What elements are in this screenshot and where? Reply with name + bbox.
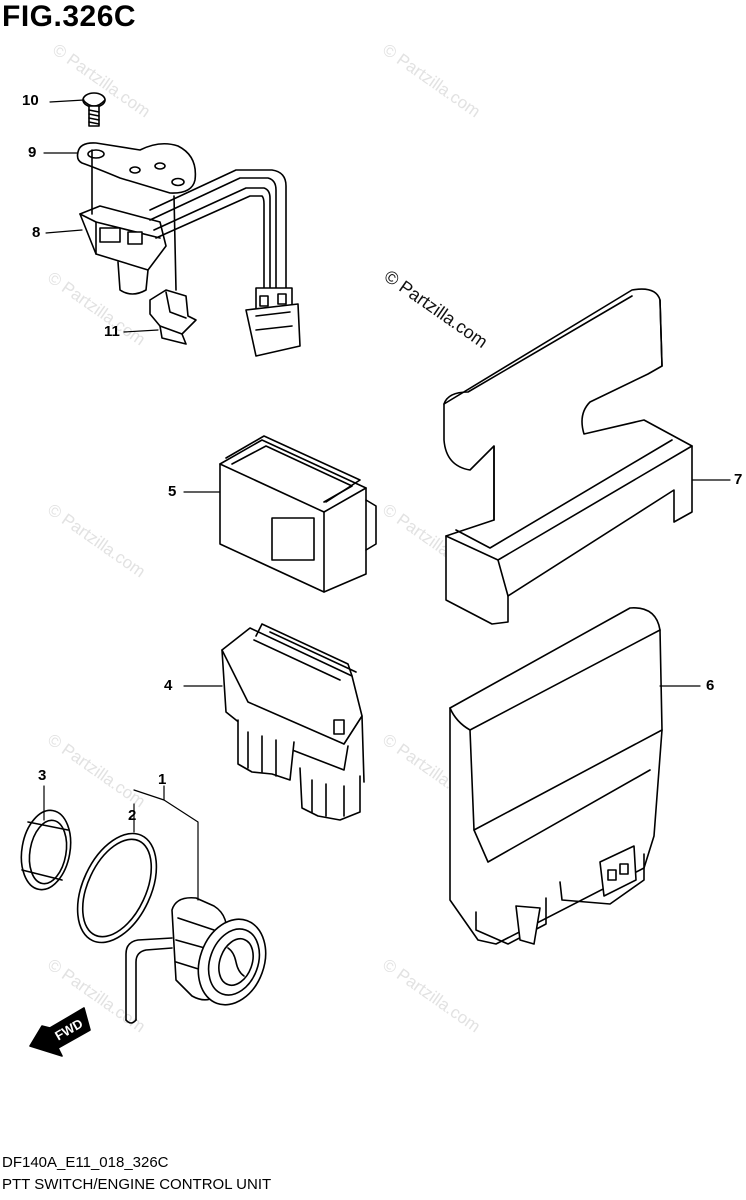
callout-10: 10 (22, 92, 39, 109)
callout-8: 8 (32, 224, 41, 241)
module-part-4 (221, 623, 365, 821)
callout-11: 11 (104, 323, 120, 340)
clip-part-11 (149, 195, 197, 345)
cover-part-7 (443, 288, 693, 625)
callout-1: 1 (158, 771, 167, 788)
diagram-name: PTT SWITCH/ENGINE CONTROL UNIT (2, 1176, 272, 1193)
callout-7: 7 (734, 471, 743, 488)
callout-3: 3 (38, 767, 47, 784)
callout-2: 2 (128, 807, 137, 824)
callout-9: 9 (28, 144, 37, 161)
bracket-part-9 (76, 142, 197, 194)
switch-part-1 (125, 896, 267, 1024)
o-ring-part-2 (76, 832, 158, 944)
figure-title: FIG.326C (2, 0, 137, 33)
screw-part-10 (82, 92, 106, 127)
relay-box-part-5 (219, 435, 377, 593)
callout-4: 4 (164, 677, 173, 694)
leader-lines (43, 99, 731, 901)
ecu-part-6 (449, 607, 663, 945)
diagram-code: DF140A_E11_018_326C (2, 1154, 169, 1171)
callout-6: 6 (706, 677, 715, 694)
switch-part-8 (79, 149, 301, 357)
callout-5: 5 (168, 483, 177, 500)
fwd-arrow-icon (29, 1007, 91, 1057)
nut-part-3 (20, 809, 72, 891)
